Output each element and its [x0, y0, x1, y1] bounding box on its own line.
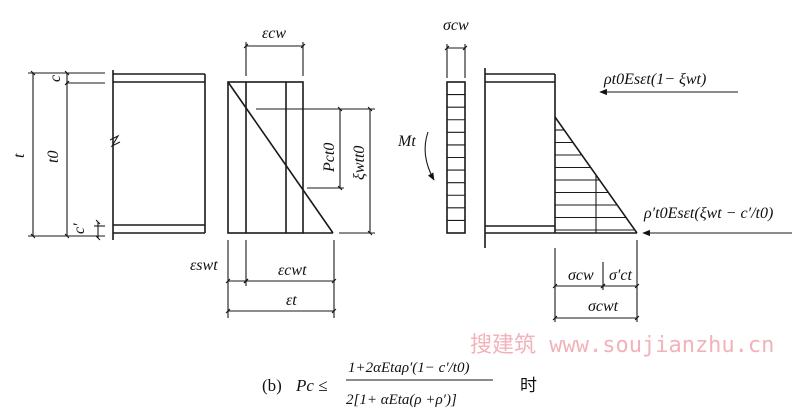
wall-section: t t0 c c′ — [11, 70, 206, 241]
label-sigma-cw-top: σcw — [443, 17, 469, 34]
caption-numerator: 1+2αEtaρ′(1− c′/t0) — [348, 360, 469, 376]
label-xi-wt-t0: ξwtt0 — [351, 146, 368, 180]
stress-diagram: ρt0Esεt(1− ξwt) ρ′t0Esεt(ξwt − c′/t0) σc… — [484, 68, 792, 322]
label-eps-swt: εswt — [190, 257, 218, 274]
label-c-prime: c′ — [71, 223, 88, 234]
caption-suffix: 时 — [520, 376, 537, 395]
label-t0: t0 — [45, 151, 62, 163]
watermark: 搜建筑 www.soujianzhu.cn — [470, 333, 774, 358]
label-eps-t: εt — [286, 292, 297, 309]
label-mt: Mt — [397, 133, 416, 150]
label-eps-cw: εcw — [262, 25, 286, 42]
moment-arrow — [424, 131, 435, 181]
label-c: c — [47, 75, 64, 82]
caption-prefix: (b) — [262, 376, 282, 395]
label-force-top: ρt0Esεt(1− ξwt) — [603, 71, 706, 88]
label-force-bottom: ρ′t0Esεt(ξwt − c′/t0) — [643, 205, 773, 222]
label-eps-cwt: εcwt — [278, 262, 307, 279]
break-symbol — [109, 134, 121, 148]
label-sigma-ct-prime: σ′ct — [609, 267, 632, 284]
label-t: t — [11, 153, 28, 158]
label-pc-t0: Pct0 — [321, 143, 338, 173]
caption-lhs: Pc ≤ — [295, 376, 328, 395]
caption-denominator: 2[1+ αEta(ρ +ρ′)] — [346, 392, 457, 408]
label-sigma-cw: σcw — [568, 267, 594, 284]
sigma-cw-column: σcw Mt — [397, 17, 469, 234]
label-sigma-cwt: σcwt — [588, 298, 619, 315]
caption-formula: (b) Pc ≤ 1+2αEtaρ′(1− c′/t0) 2[1+ αEta(ρ… — [262, 360, 537, 408]
strain-diagram: εcw Pct0 ξwtt0 εswt εcwt εt — [190, 25, 375, 318]
